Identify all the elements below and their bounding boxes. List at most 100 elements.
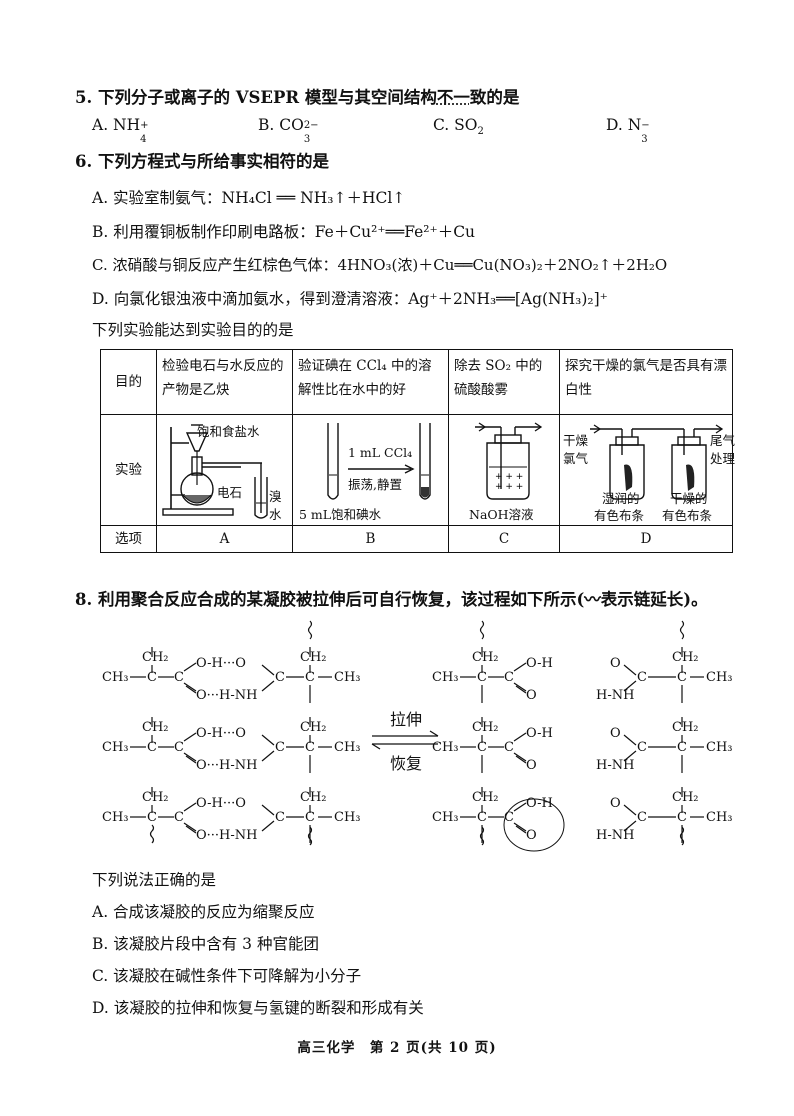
option-c: C bbox=[448, 525, 560, 553]
ch2-label: CH₂ bbox=[142, 790, 169, 805]
bond-line bbox=[185, 685, 197, 694]
carbon-label: C bbox=[174, 810, 184, 825]
bond-line bbox=[623, 680, 637, 692]
q5-option-c: C. SO2 bbox=[433, 116, 484, 138]
amide-label: H-NH bbox=[596, 758, 634, 773]
carbon-label: C bbox=[477, 740, 487, 755]
label-chlorine: 氯气 bbox=[563, 451, 589, 466]
bond-line bbox=[183, 802, 197, 812]
chain-extension-wavy bbox=[307, 620, 313, 640]
purpose-c: 除去 SO₂ 中的硫酸酸雾 bbox=[448, 349, 560, 415]
ch3-label: CH₃ bbox=[102, 810, 129, 825]
bond-line bbox=[623, 734, 637, 746]
hydrogen-bond-label: O-H···O bbox=[196, 656, 246, 671]
chain-extension-wavy bbox=[149, 824, 155, 844]
bond-line bbox=[261, 734, 275, 746]
bond-line bbox=[623, 820, 637, 832]
reversible-arrow bbox=[371, 730, 439, 750]
carbon-label: C bbox=[677, 670, 687, 685]
label-naoh-solution: NaOH溶液 bbox=[469, 507, 534, 522]
carbon-label: C bbox=[305, 810, 315, 825]
bond-line bbox=[261, 750, 275, 762]
bond-line bbox=[185, 825, 197, 834]
oxygen-label: O bbox=[610, 796, 621, 811]
ch3-label: CH₃ bbox=[102, 740, 129, 755]
q6-option-c: C. 浓硝酸与铜反应产生红棕色气体：4HNO₃(浓)＋Cu══Cu(NO₃)₂＋… bbox=[92, 256, 668, 274]
carbon-label: C bbox=[637, 740, 647, 755]
bond-line bbox=[623, 804, 637, 816]
oxygen-label: O bbox=[526, 828, 537, 843]
ch3-label: CH₃ bbox=[706, 740, 733, 755]
hydrogen-bond-label: O···H-NH bbox=[196, 688, 258, 703]
bond-line bbox=[513, 822, 527, 832]
carbon-label: C bbox=[637, 670, 647, 685]
q5-option-d: D. N−3 bbox=[606, 116, 650, 145]
option-a: A bbox=[156, 525, 293, 553]
ch2-label: CH₂ bbox=[472, 720, 499, 735]
bond-line bbox=[513, 732, 527, 742]
apparatus-c-drawing: + + + + + + bbox=[475, 422, 543, 500]
label-dried: 干燥的 bbox=[670, 491, 708, 506]
hydrogen-bond-label: O-H···O bbox=[196, 796, 246, 811]
ch2-label: CH₂ bbox=[472, 650, 499, 665]
apparatus-a: 饱和食盐水 电石 溴 水 bbox=[156, 414, 293, 526]
row-label-option: 选项 bbox=[100, 525, 157, 553]
ch3-label: CH₃ bbox=[432, 810, 459, 825]
bond-line bbox=[183, 732, 197, 742]
ch2-label: CH₂ bbox=[142, 720, 169, 735]
carbon-label: C bbox=[477, 810, 487, 825]
bond-line bbox=[513, 662, 527, 672]
bond-line bbox=[261, 820, 275, 832]
hydrogen-bond-label: O···H-NH bbox=[196, 758, 258, 773]
label-tail-gas: 尾气 bbox=[710, 433, 736, 448]
carbon-label: C bbox=[305, 670, 315, 685]
chain-extension-wavy bbox=[479, 620, 485, 640]
chain-extension-wavy bbox=[479, 826, 485, 846]
oxygen-label: O bbox=[610, 726, 621, 741]
ch2-label: CH₂ bbox=[142, 650, 169, 665]
q8-sub-stem: 下列说法正确的是 bbox=[92, 871, 217, 889]
oxygen-label: O bbox=[610, 656, 621, 671]
hydroxyl-label: O-H bbox=[526, 656, 553, 671]
carbon-label: C bbox=[305, 740, 315, 755]
label-colored-strip-1: 有色布条 bbox=[594, 508, 645, 523]
ch3-label: CH₃ bbox=[432, 740, 459, 755]
apparatus-b-drawing bbox=[327, 423, 431, 500]
oxygen-label: O bbox=[526, 758, 537, 773]
q7-experiment-table: 目的 检验电石与水反应的产物是乙炔 验证碘在 CCl₄ 中的溶解性比在水中的好 … bbox=[100, 349, 736, 553]
carbon-label: C bbox=[275, 810, 285, 825]
ch3-label: CH₃ bbox=[432, 670, 459, 685]
label-ccl4-volume: 1 mL CCl₄ bbox=[348, 445, 413, 460]
label-bromine-1: 溴 bbox=[269, 489, 282, 504]
carbon-label: C bbox=[677, 810, 687, 825]
handwritten-circle-mark bbox=[503, 798, 565, 852]
ch3-label: CH₃ bbox=[706, 810, 733, 825]
bond-line bbox=[513, 752, 527, 762]
bond-line bbox=[261, 664, 275, 676]
svg-text:+ + +: + + + bbox=[495, 482, 523, 492]
chain-extension-wavy bbox=[679, 620, 685, 640]
apparatus-b: 1 mL CCl₄ 振荡,静置 5 mL饱和碘水 bbox=[292, 414, 449, 526]
page-footer: 高三化学 第 2 页(共 10 页) bbox=[297, 1040, 497, 1056]
bond-line bbox=[261, 804, 275, 816]
ch2-label: CH₂ bbox=[300, 790, 327, 805]
carbon-label: C bbox=[504, 740, 514, 755]
label-saturated-brine: 饱和食盐水 bbox=[197, 424, 260, 439]
q8-option-d: D. 该凝胶的拉伸和恢复与氢键的断裂和形成有关 bbox=[92, 999, 424, 1017]
ch2-label: CH₂ bbox=[300, 720, 327, 735]
ch2-label: CH₂ bbox=[472, 790, 499, 805]
ch2-label: CH₂ bbox=[300, 650, 327, 665]
hydroxyl-label: O-H bbox=[526, 726, 553, 741]
carbon-label: C bbox=[147, 740, 157, 755]
bond-line bbox=[183, 682, 197, 692]
carbon-label: C bbox=[637, 810, 647, 825]
carbon-label: C bbox=[275, 670, 285, 685]
apparatus-c: + + + + + + NaOH溶液 bbox=[448, 414, 560, 526]
carbon-label: C bbox=[174, 740, 184, 755]
label-colored-strip-2: 有色布条 bbox=[662, 508, 713, 523]
chain-extension-wavy bbox=[679, 826, 685, 846]
bond-line bbox=[183, 662, 197, 672]
bond-line bbox=[183, 822, 197, 832]
carbon-label: C bbox=[174, 670, 184, 685]
bond-line bbox=[185, 755, 197, 764]
